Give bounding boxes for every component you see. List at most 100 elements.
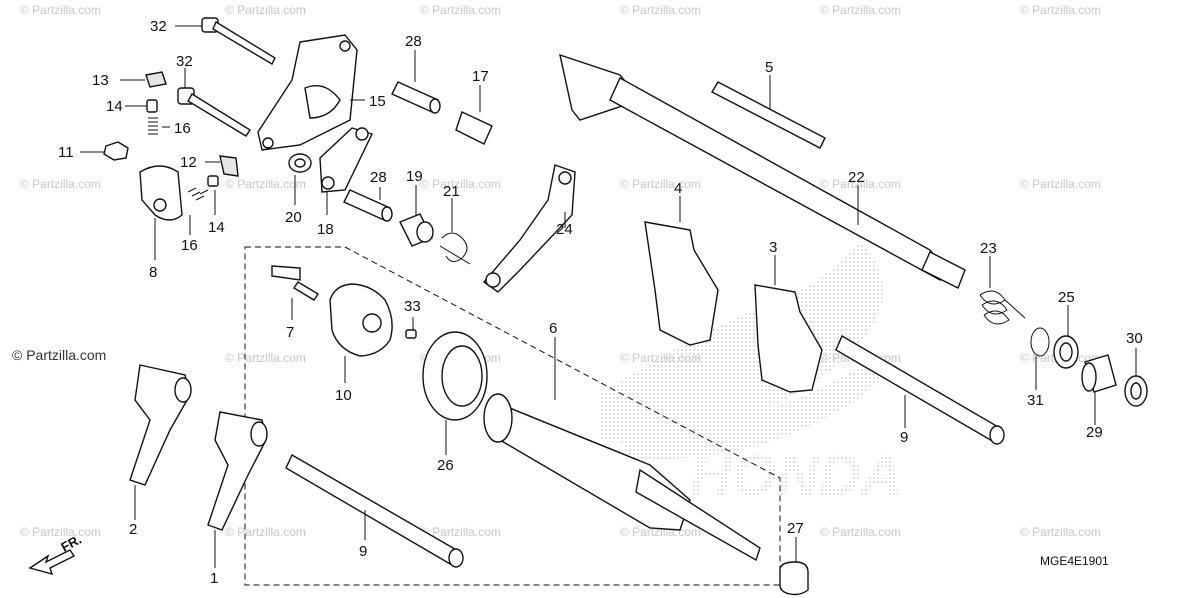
callout-27: 27 (787, 520, 804, 537)
callout-8: 8 (149, 264, 157, 281)
callout-5: 5 (765, 59, 773, 76)
callout-23: 23 (980, 240, 997, 257)
watermark-text: © Partzilla.com (225, 351, 306, 365)
callout-6: 6 (549, 320, 557, 337)
part-33-pin (405, 329, 417, 339)
callout-24: 24 (556, 221, 573, 238)
callout-30: 30 (1126, 330, 1143, 347)
callout-3: 3 (769, 239, 777, 256)
part-20-washer (288, 153, 312, 173)
callout-2: 2 (129, 521, 137, 538)
callout-13: 13 (92, 72, 109, 89)
watermark-text: © Partzilla.com (20, 3, 101, 17)
callout-11: 11 (58, 144, 74, 161)
part-5-shaft (711, 81, 826, 149)
callout-20: 20 (285, 209, 302, 226)
watermark-text: © Partzilla.com (820, 525, 901, 539)
honda-wing-watermark (600, 240, 883, 461)
watermark-text: © Partzilla.com (420, 525, 501, 539)
part-18-link-arm (319, 127, 373, 193)
part-8-stopper-arm (139, 165, 183, 221)
callout-28-lower: 28 (370, 169, 387, 186)
watermark-text: © Partzilla.com (20, 177, 101, 191)
part-25-washer (1053, 335, 1079, 369)
part-24-shift-arm (482, 164, 576, 293)
watermark-text: © Partzilla.com (1020, 3, 1101, 17)
watermark-text: © Partzilla.com (420, 177, 501, 191)
callout-4: 4 (674, 180, 682, 197)
part-16-spring-upper (148, 117, 158, 135)
part-2-shift-fork (129, 364, 192, 486)
part-28-collar-upper (391, 81, 441, 114)
part-14-pin-upper (146, 99, 158, 113)
watermark-text: © Partzilla.com (620, 177, 701, 191)
part-30-oil-seal (1124, 375, 1148, 407)
part-14-pin-lower (207, 175, 219, 187)
callout-12: 12 (180, 154, 197, 171)
part-1-shift-fork (207, 411, 268, 531)
watermark-text: © Partzilla.com (820, 177, 901, 191)
part-31-circlip (1030, 327, 1050, 357)
callout-labels: 32 32 13 14 16 11 12 8 16 14 15 20 18 28… (58, 18, 1143, 587)
callout-16-upper: 16 (174, 120, 191, 137)
watermark-text: © Partzilla.com (225, 177, 306, 191)
part-27-bearing (779, 561, 809, 596)
part-13-cap (145, 71, 167, 88)
watermark-text: © Partzilla.com (620, 3, 701, 17)
part-19-roller (399, 213, 434, 247)
callout-7: 7 (286, 324, 294, 341)
part-29-needle-bearing (1081, 354, 1117, 393)
part-9-fork-shaft-left (285, 454, 464, 568)
callout-22: 22 (848, 169, 865, 186)
part-21-spring (439, 232, 471, 265)
callout-14-lower: 14 (208, 219, 225, 236)
watermark-text: © Partzilla.com (225, 525, 306, 539)
leader-lines (80, 25, 1137, 568)
callout-32-upper: 32 (150, 18, 167, 35)
assembly-outline-6 (244, 246, 781, 586)
corner-watermark: © Partzilla.com (12, 347, 106, 363)
diagram-code: MGE4E1901 (1040, 554, 1109, 568)
part-28-collar-lower (343, 189, 393, 222)
watermark-text: © Partzilla.com (1020, 525, 1101, 539)
callout-33: 33 (404, 298, 421, 315)
part-32-bolt-upper (201, 17, 276, 65)
watermark-text: © Partzilla.com (1020, 177, 1101, 191)
part-4-shift-fork (644, 221, 719, 346)
watermark-text: © Partzilla.com (20, 525, 101, 539)
callout-31: 31 (1027, 392, 1044, 409)
callout-9-left: 9 (359, 543, 367, 560)
part-3-shift-fork (754, 284, 823, 393)
watermark-text: © Partzilla.com (820, 3, 901, 17)
callout-25: 25 (1058, 289, 1075, 306)
part-9-fork-shaft-right (835, 334, 1005, 445)
callout-10: 10 (335, 387, 352, 404)
part-12-clip (219, 155, 239, 177)
part-15-stopper-plate (257, 34, 358, 151)
part-7-pin-bolt (271, 265, 319, 301)
part-32-bolt-lower (177, 87, 251, 137)
part-22-gearshift-spindle (559, 53, 966, 289)
part-16-spring-lower (187, 187, 209, 201)
part-26-bearing (422, 331, 488, 421)
callout-15: 15 (369, 93, 386, 110)
watermark-text: © Partzilla.com (620, 351, 701, 365)
callout-9-right: 9 (900, 429, 908, 446)
honda-brand-watermark: HONDA (690, 443, 903, 508)
callout-29: 29 (1086, 424, 1103, 441)
callout-21: 21 (443, 183, 460, 200)
callout-1: 1 (210, 570, 218, 587)
part-11-nut (103, 141, 129, 161)
callout-32-lower: 32 (176, 53, 193, 70)
callout-28-upper: 28 (405, 33, 422, 50)
callout-16-lower: 16 (181, 237, 198, 254)
callout-18: 18 (317, 221, 334, 238)
part-23-return-spring (979, 290, 1026, 325)
part-6-shift-drum (483, 393, 761, 562)
part-17-collar (455, 111, 493, 145)
callout-17: 17 (472, 68, 489, 85)
callout-14-upper: 14 (106, 98, 123, 115)
watermark-text: © Partzilla.com (225, 3, 306, 17)
